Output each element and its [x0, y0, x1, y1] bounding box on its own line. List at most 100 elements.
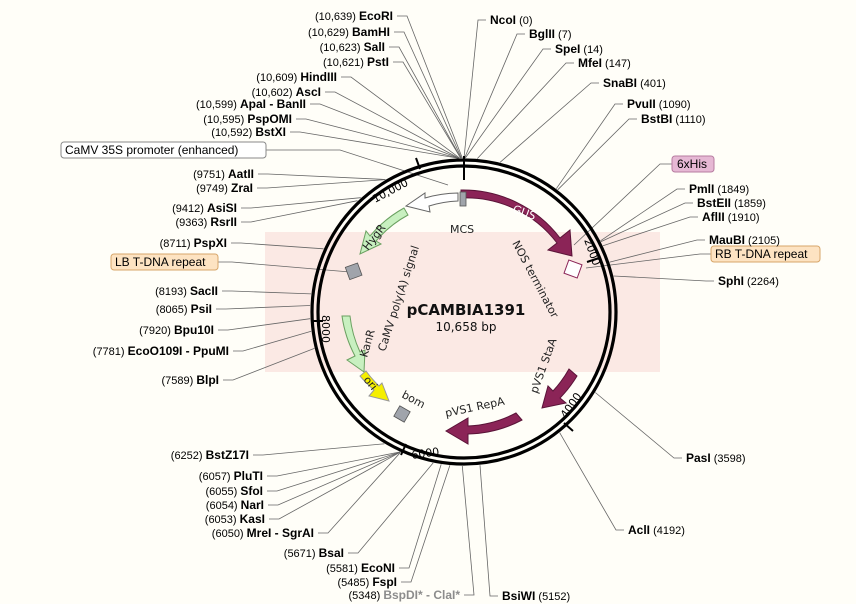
leader-line	[393, 61, 461, 159]
leader-line	[609, 239, 705, 263]
leader-line	[613, 275, 714, 282]
pvs1-repa-arrow	[445, 412, 523, 445]
leader-line	[464, 33, 525, 159]
camv35s-arrow	[404, 192, 459, 213]
leader-line	[348, 462, 434, 554]
gus-label: GUS	[511, 203, 538, 223]
leader-line	[399, 464, 442, 569]
leader-line	[267, 451, 401, 492]
lb-label: LB T-DNA repeat	[115, 255, 206, 269]
enzyme-site: AflII (1910)	[702, 210, 760, 224]
enzyme-site: BstEII (1859)	[697, 196, 766, 210]
nos-terminator-block	[563, 259, 583, 279]
enzyme-site: (10,609) HindIII	[256, 70, 337, 84]
leader-line	[573, 163, 672, 246]
leader-line	[222, 290, 312, 295]
leader-line	[341, 76, 460, 159]
enzyme-site: (10,592) BstXI	[211, 125, 286, 139]
mcs-block	[459, 191, 467, 207]
leader-line	[595, 392, 682, 459]
ori-arrow	[359, 370, 390, 402]
pvs1-repa-label: pVS1 RepA	[444, 395, 506, 420]
lb-box	[110, 253, 219, 271]
enzyme-site: (10,602) AscI	[252, 85, 321, 99]
rb-box	[710, 245, 821, 263]
leader-line	[231, 242, 324, 250]
camv-polya-block	[344, 262, 363, 281]
camv35s-box	[60, 141, 267, 159]
enzyme-site: MfeI (147)	[578, 56, 631, 70]
enzyme-site: SpeI (14)	[555, 42, 603, 56]
his-label: 6xHis	[677, 157, 707, 171]
leader-lines	[216, 15, 714, 597]
enzyme-labels-left: (10,639) EcoRI(10,629) BamHI(10,623) Sal…	[93, 9, 461, 602]
enzyme-site: BstBI (1110)	[641, 112, 706, 126]
enzyme-site: PasI (3598)	[686, 451, 746, 465]
kanr-arrow	[341, 315, 366, 373]
enzyme-site: (7920) Bpu10I	[139, 323, 214, 337]
mcs-label: MCS	[450, 223, 474, 236]
rb-label: RB T-DNA repeat	[715, 247, 808, 261]
leader-line	[216, 305, 311, 310]
enzyme-site: (6050) MreI - SgrAI	[212, 526, 314, 540]
leader-line	[258, 173, 386, 180]
tick-label-8000: 8000	[319, 315, 332, 343]
leader-line	[267, 451, 400, 477]
leader-line	[600, 202, 693, 242]
his-box	[671, 155, 715, 173]
leader-line	[325, 91, 460, 159]
enzyme-site: BsiWI (5152)	[502, 589, 570, 603]
enzyme-site: (6053) KasI	[205, 512, 265, 526]
leader-line	[463, 19, 486, 159]
leader-line	[585, 253, 711, 269]
gus-arrow	[460, 189, 573, 257]
enzyme-site: SphI (2264)	[718, 274, 779, 288]
enzyme-labels-right: NcoI (0)BglII (7)SpeI (14)MfeI (147)SnaB…	[490, 13, 780, 603]
enzyme-site: (10,623) SalI	[320, 40, 385, 54]
leader-line	[268, 451, 401, 506]
leader-line	[218, 318, 311, 331]
enzyme-site: (8193) SacII	[155, 284, 218, 298]
enzyme-site: NcoI (0)	[490, 13, 533, 27]
bom-block	[393, 405, 411, 423]
features: GUS HygR ori	[341, 189, 583, 445]
leader-line	[310, 103, 459, 159]
enzyme-site: (10,629) BamHI	[308, 25, 390, 39]
enzyme-site: PmlI (1849)	[689, 182, 749, 196]
enzyme-site: (9751) AatII	[193, 167, 254, 181]
leader-line	[218, 261, 351, 273]
leader-line	[296, 118, 459, 159]
pvs1-staa-arrow	[541, 368, 578, 409]
enzyme-site: PvuII (1090)	[627, 97, 691, 111]
leader-line	[266, 149, 449, 186]
enzyme-site: (5671) BsaI	[284, 546, 344, 560]
leader-line	[600, 188, 685, 242]
enzyme-site: MauBI (2105)	[709, 233, 780, 247]
leader-line	[257, 179, 386, 189]
leader-line	[223, 348, 315, 381]
leader-line	[557, 118, 637, 191]
leader-line	[555, 103, 623, 189]
leader-line	[602, 216, 698, 247]
leader-line	[389, 46, 462, 159]
leader-line	[499, 82, 599, 163]
enzyme-site: SnaBI (401)	[603, 76, 666, 90]
plasmid-length: 10,658 bp	[435, 320, 496, 334]
leader-line	[269, 451, 401, 520]
leader-line	[253, 443, 385, 456]
leader-line	[479, 465, 498, 597]
hygr-arrow	[359, 207, 409, 255]
enzyme-site: AclI (4192)	[628, 523, 685, 537]
leader-line	[318, 452, 401, 534]
enzyme-site: (6054) NarI	[206, 498, 264, 512]
leader-line	[241, 200, 358, 223]
tick-marks	[311, 156, 600, 456]
enzyme-site: (6055) SfoI	[205, 484, 263, 498]
enzyme-site: (5485) FspI	[337, 575, 397, 589]
enzyme-site: (9749) ZraI	[196, 181, 253, 195]
leader-line	[233, 330, 312, 352]
enzyme-site: (10,621) PstI	[323, 55, 389, 69]
leader-line	[461, 465, 475, 596]
leader-line	[241, 197, 361, 209]
